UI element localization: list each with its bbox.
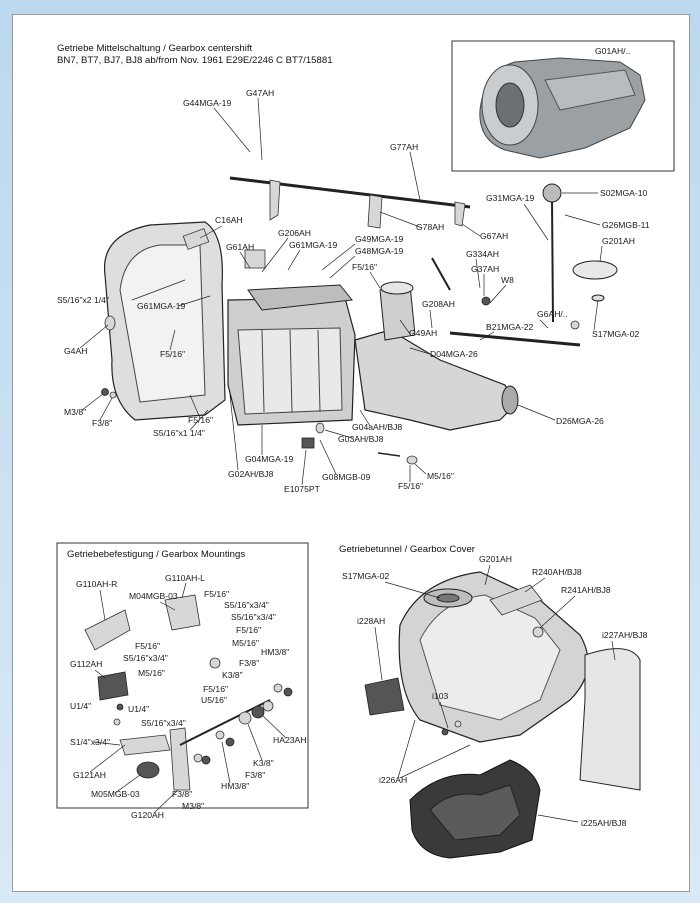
main-label: D26MGA-26: [556, 416, 604, 426]
cover-label: R240AH/BJ8: [532, 567, 582, 577]
cover-label: i227AH/BJ8: [602, 630, 648, 640]
main-label: G208AH: [422, 299, 455, 309]
mountings-label: M5/16": [232, 638, 259, 648]
main-label: G4AH: [64, 346, 87, 356]
main-label: F5/16": [188, 415, 213, 425]
main-label: G49MGA-19: [355, 234, 403, 244]
mountings-section: Getriebebefestigung / Gearbox Mountings …: [56, 542, 309, 820]
mountings-label: M3/8": [182, 801, 204, 811]
main-label: G44MGA-19: [183, 98, 231, 108]
mountings-label: M5/16": [138, 668, 165, 678]
main-label: G48MGA-19: [355, 246, 403, 256]
main-label: G08MGB-09: [322, 472, 370, 482]
main-label: G26MGB-11: [602, 220, 650, 230]
cover-label: i225AH/BJ8: [581, 818, 627, 828]
main-label: S02MGA-10: [600, 188, 648, 198]
main-label: F5/16": [160, 349, 185, 359]
main-label: S5/16"x2 1/4": [57, 295, 109, 305]
main-label: W8: [501, 275, 514, 285]
main-label: E1075PT: [284, 484, 321, 494]
main-label: M3/8": [64, 407, 86, 417]
mountings-label: S1/4"x3/4": [70, 737, 110, 747]
mountings-label: G121AH: [73, 770, 106, 780]
main-label: C16AH: [215, 215, 243, 225]
mountings-label: F3/8": [245, 770, 265, 780]
main-gearbox-drawing: [101, 176, 618, 465]
main-label: G37AH: [471, 264, 499, 274]
mountings-label: F5/16": [135, 641, 160, 651]
main-label: F5/16": [398, 481, 423, 491]
cover-label: G201AH: [479, 554, 512, 564]
mountings-label: HM3/8": [261, 647, 289, 657]
main-label: G201AH: [602, 236, 635, 246]
cover-title: Getriebetunnel / Gearbox Cover: [339, 544, 476, 555]
main-label: G206AH: [278, 228, 311, 238]
main-label: G47AH: [246, 88, 274, 98]
mountings-label: S5/16"x3/4": [141, 718, 186, 728]
mountings-label: G110AH-R: [76, 579, 117, 589]
mountings-label: M04MGB-03: [129, 591, 178, 601]
gearbox-photo-inset: G01AH/..: [451, 40, 675, 172]
mountings-label: S5/16"x3/4": [224, 600, 269, 610]
cover-label: i228AH: [357, 616, 385, 626]
mountings-title: Getriebebefestigung / Gearbox Mountings: [67, 549, 245, 560]
cover-label: R241AH/BJ8: [561, 585, 611, 595]
mountings-label: U1/4": [128, 704, 149, 714]
main-label: G61MGA-19: [137, 301, 185, 311]
main-label: G61AH: [226, 242, 254, 252]
main-label: S5/16"x1 1/4": [153, 428, 205, 438]
main-label: S17MGA-02: [592, 329, 640, 339]
mountings-label: HA23AH: [273, 735, 306, 745]
main-label: G77AH: [390, 142, 418, 152]
mountings-label: F5/16": [204, 589, 229, 599]
mountings-label: S5/16"x3/4": [123, 653, 168, 663]
mountings-label: M05MGB-03: [91, 789, 140, 799]
main-label: G6AH/..: [537, 309, 568, 319]
cover-label: i103: [432, 691, 448, 701]
main-labels: G47AH G44MGA-19 G77AH S02MGA-10 G31MGA-1…: [57, 88, 650, 494]
main-label: M5/16": [427, 471, 454, 481]
inset-label: G01AH/..: [595, 46, 630, 56]
main-label: F3/8": [92, 418, 112, 428]
mountings-label: F5/16": [203, 684, 228, 694]
main-label: B21MGA-22: [486, 322, 534, 332]
main-label: G02AH/BJ8: [228, 469, 274, 479]
main-leader-lines: [79, 97, 603, 486]
main-label: G334AH: [466, 249, 499, 259]
mountings-label: G110AH-L: [165, 573, 205, 583]
mountings-label: K3/8": [253, 758, 274, 768]
main-subtitle: BN7, BT7, BJ7, BJ8 ab/from Nov. 1961 E29…: [57, 55, 333, 66]
cover-label: S17MGA-02: [342, 571, 390, 581]
main-label: G78AH: [416, 222, 444, 232]
main-title: Getriebe Mittelschaltung / Gearbox cente…: [57, 43, 253, 54]
mountings-label: U1/4": [70, 701, 91, 711]
cover-section: Getriebetunnel / Gearbox Cover G201AH S1…: [339, 544, 648, 859]
main-label: G03AH/BJ8: [338, 434, 384, 444]
main-label: F5/16": [352, 262, 377, 272]
mountings-label: K3/8": [222, 670, 243, 680]
main-label: G04aAH/BJ8: [352, 422, 402, 432]
mountings-label: U5/16": [201, 695, 227, 705]
main-label: G67AH: [480, 231, 508, 241]
mountings-label: HM3/8": [221, 781, 249, 791]
main-label: G49AH: [409, 328, 437, 338]
main-label: G04MGA-19: [245, 454, 293, 464]
mountings-label: G120AH: [131, 810, 164, 820]
mountings-label: F3/8": [172, 789, 192, 799]
mountings-label: F5/16": [236, 625, 261, 635]
main-label: G61MGA-19: [289, 240, 337, 250]
mountings-label: F3/8": [239, 658, 259, 668]
mountings-label: S5/16"x3/4": [231, 612, 276, 622]
main-label: D04MGA-26: [430, 349, 478, 359]
cover-label: i226AH: [379, 775, 407, 785]
mountings-label: G112AH: [70, 659, 102, 669]
main-label: G31MGA-19: [486, 193, 534, 203]
